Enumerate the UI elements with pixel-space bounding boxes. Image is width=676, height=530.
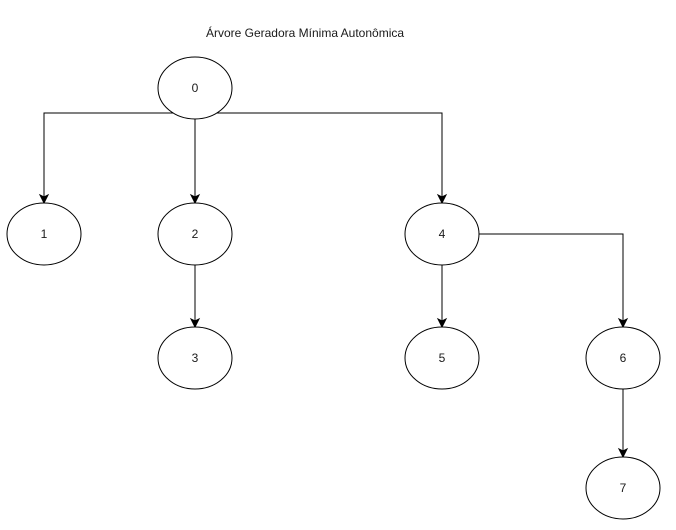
node-label: 3 [192,351,199,365]
node-ellipse [404,202,480,266]
node-2[interactable]: 2 [157,202,233,266]
node-label: 2 [192,227,199,241]
node-label: 4 [439,227,446,241]
arrowhead [617,317,629,329]
node-ellipse [404,326,480,390]
arrowhead [38,193,50,205]
node-0[interactable]: 0 [157,56,233,120]
node-ellipse [585,326,661,390]
edge-2-3 [189,265,201,329]
node-label: 1 [41,227,48,241]
node-7[interactable]: 7 [585,456,661,520]
node-ellipse [6,202,82,266]
node-label: 7 [620,481,627,495]
node-label: 0 [192,81,199,95]
diagram-title: Árvore Geradora Mínima Autonômica [205,26,405,40]
node-label: 6 [620,351,627,365]
node-ellipse [157,326,233,390]
arrowhead [617,447,629,459]
edge-0-2 [189,119,201,205]
node-1[interactable]: 1 [6,202,82,266]
arrowhead [436,193,448,205]
node-ellipse [157,56,233,120]
node-4[interactable]: 4 [404,202,480,266]
edge-4-6 [479,233,629,329]
node-label: 5 [439,351,446,365]
edge-line [43,112,195,197]
node-3[interactable]: 3 [157,326,233,390]
node-6[interactable]: 6 [585,326,661,390]
node-ellipse [585,456,661,520]
edge-0-1 [38,112,195,205]
edge-6-7 [617,389,629,459]
nodes-layer: 0 1 2 3 4 5 6 7 [6,56,661,520]
edges-layer [38,112,629,459]
node-ellipse [157,202,233,266]
arrowhead [189,193,201,205]
arrowhead [436,317,448,329]
node-5[interactable]: 5 [404,326,480,390]
edge-line [479,233,624,321]
edge-line [195,112,443,197]
edge-4-5 [436,265,448,329]
arrowhead [189,317,201,329]
edge-0-4 [195,112,448,205]
